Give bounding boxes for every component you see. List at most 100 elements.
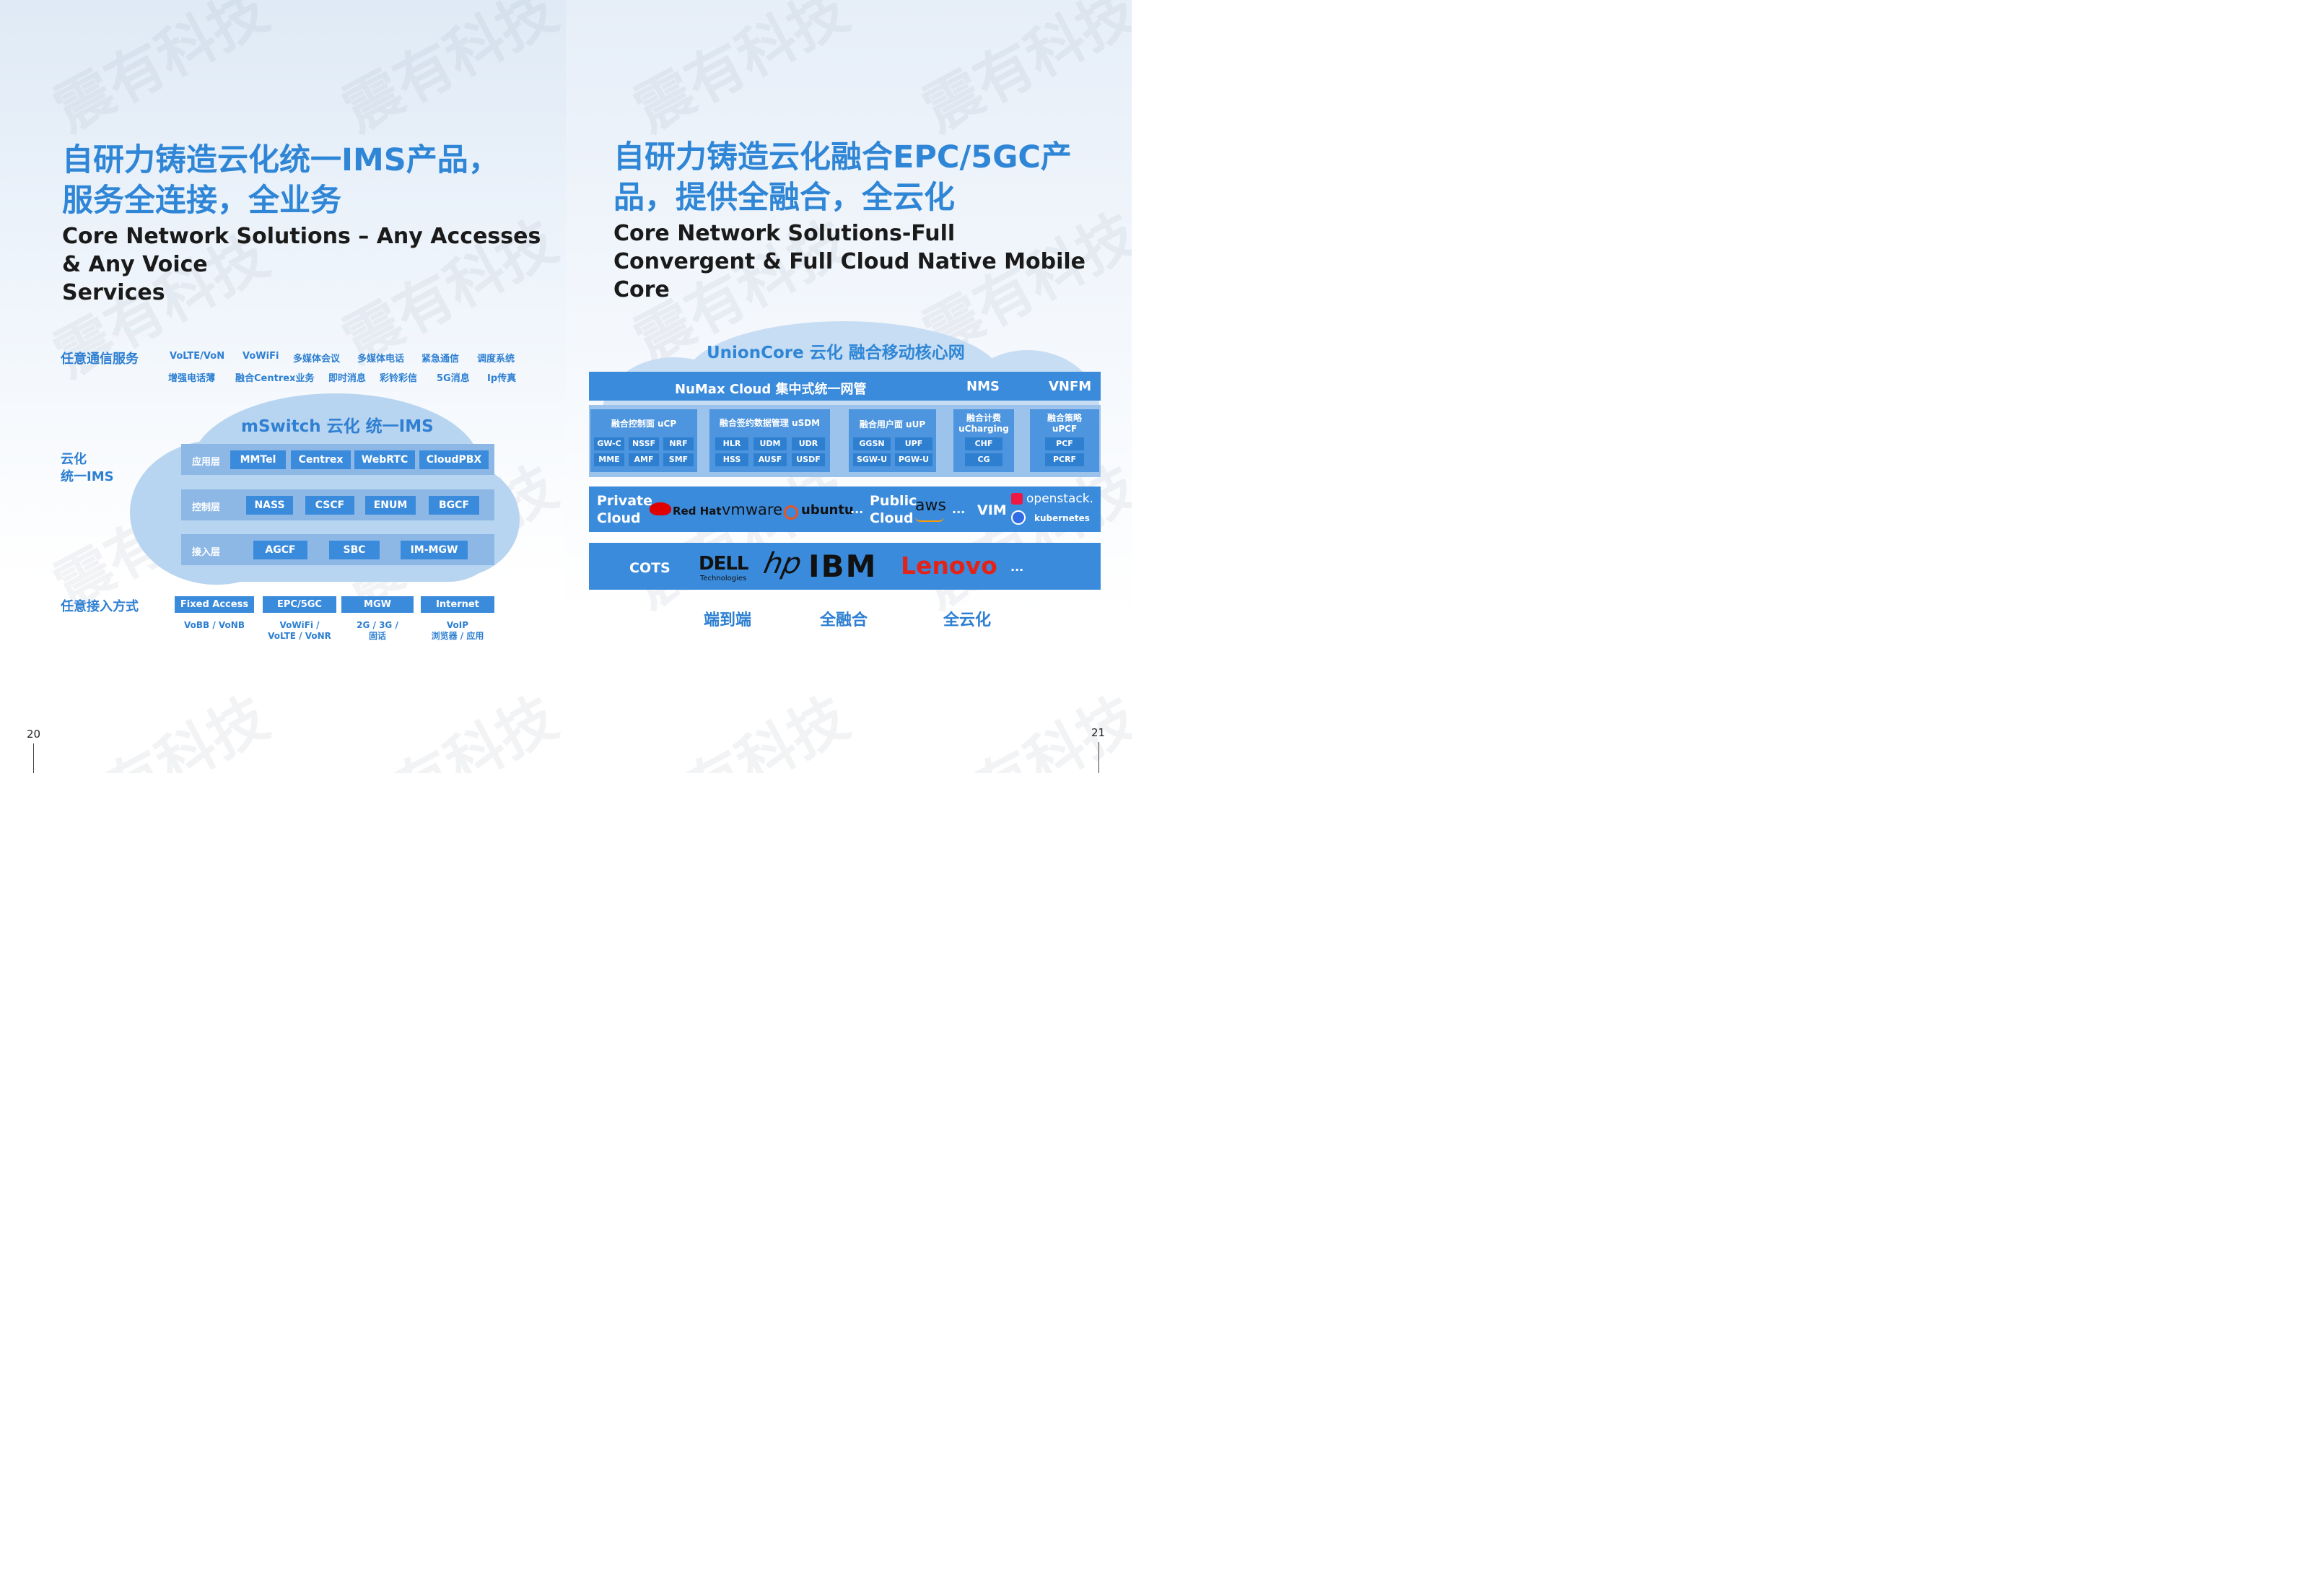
access-method: Internet bbox=[421, 596, 494, 613]
service-item: 融合Centrex业务 bbox=[235, 373, 315, 384]
vim-label: VIM bbox=[977, 502, 1007, 518]
ims-component: ENUM bbox=[365, 496, 416, 515]
aws-smile-icon bbox=[915, 517, 944, 522]
service-item: 彩铃彩信 bbox=[380, 373, 418, 384]
access-detail: 2G / 3G / bbox=[357, 620, 398, 630]
ellipsis: ... bbox=[850, 502, 864, 516]
nf-cell: MME bbox=[594, 453, 624, 466]
group-title: uPCF bbox=[1052, 424, 1078, 434]
page-title-en-line3: Core bbox=[613, 277, 670, 302]
service-item: 即时消息 bbox=[328, 373, 367, 384]
service-item: 紧急通信 bbox=[421, 354, 460, 365]
redhat-logo: Red Hat bbox=[673, 505, 722, 518]
public-cloud-label: Cloud bbox=[870, 510, 914, 526]
vnfm-label: VNFM bbox=[1049, 379, 1092, 394]
lenovo-logo: Lenovo bbox=[901, 551, 997, 580]
nf-cell: CG bbox=[965, 453, 1002, 466]
unioncore-title: UnionCore 云化 融合移动核心网 bbox=[707, 344, 965, 362]
nf-cell: AUSF bbox=[753, 453, 787, 466]
openstack-logo: openstack. bbox=[1026, 492, 1093, 506]
nf-cell: GW-C bbox=[594, 437, 624, 450]
group-title: 融合签约数据管理 uSDM bbox=[719, 418, 821, 428]
nf-cell: HLR bbox=[715, 437, 748, 450]
nf-cell: UDM bbox=[753, 437, 787, 450]
ubuntu-logo: ubuntu bbox=[801, 502, 854, 518]
nms-label: NMS bbox=[966, 379, 1000, 394]
openstack-icon bbox=[1011, 493, 1023, 505]
ims-component: BGCF bbox=[429, 496, 479, 515]
group-usdm: 融合签约数据管理 uSDM HLR UDM UDR HSS AUSF USDF bbox=[709, 409, 830, 472]
ims-component: SBC bbox=[329, 541, 380, 559]
dell-logo-sub: Technologies bbox=[700, 575, 747, 583]
feature-full-convergence: 全融合 bbox=[820, 611, 868, 629]
access-detail: VoWiFi / bbox=[279, 620, 320, 630]
ellipsis: ... bbox=[952, 502, 966, 516]
nf-cell: PCF bbox=[1045, 437, 1084, 450]
page-title-en-line2: Convergent & Full Cloud Native Mobile bbox=[613, 249, 1085, 274]
nf-cell: UPF bbox=[895, 437, 932, 450]
kubernetes-logo: kubernetes bbox=[1034, 513, 1090, 523]
nf-cell: SGW-U bbox=[853, 453, 891, 466]
page-number: 20 bbox=[27, 728, 41, 741]
layer-name: 应用层 bbox=[192, 457, 221, 468]
access-label: 任意接入方式 bbox=[61, 599, 139, 614]
ubuntu-icon bbox=[784, 505, 798, 520]
public-cloud-label: Public bbox=[870, 493, 917, 509]
layer-control: 控制层 NASS CSCF ENUM BGCF bbox=[181, 489, 494, 520]
service-item: 多媒体电话 bbox=[357, 354, 405, 365]
layer-name: 控制层 bbox=[192, 502, 221, 513]
page-marker-line bbox=[1098, 742, 1099, 773]
watermark: 震有科技 bbox=[331, 684, 566, 773]
group-title: 融合策略 bbox=[1047, 413, 1082, 423]
feature-end-to-end: 端到端 bbox=[704, 611, 752, 629]
layer-application: 应用层 MMTel Centrex WebRTC CloudPBX bbox=[181, 444, 494, 475]
page-title-cn-line2: 服务全连接，全业务 bbox=[62, 183, 341, 219]
page-number: 21 bbox=[1091, 726, 1106, 739]
kubernetes-icon bbox=[1011, 510, 1026, 525]
ims-component: NASS bbox=[246, 496, 293, 515]
cloud-infrastructure-bar: Private Cloud Red Hat vmware ubuntu ... … bbox=[589, 487, 1101, 532]
access-detail: VoBB / VoNB bbox=[184, 620, 245, 630]
access-method: EPC/5GC bbox=[263, 596, 336, 613]
ims-component: CloudPBX bbox=[419, 450, 489, 469]
service-item: Ip传真 bbox=[487, 373, 517, 384]
page-title-en-line1: Core Network Solutions – Any Accesses bbox=[62, 224, 541, 249]
group-uup: 融合用户面 uUP GGSN UPF SGW-U PGW-U bbox=[849, 409, 936, 472]
service-item: 5G消息 bbox=[437, 373, 470, 384]
page-title-en-line3: Services bbox=[62, 280, 165, 305]
service-item: 调度系统 bbox=[477, 354, 515, 365]
ims-component: CSCF bbox=[305, 496, 354, 515]
layer-access: 接入层 AGCF SBC IM-MGW bbox=[181, 534, 494, 565]
watermark: 震有科技 bbox=[623, 0, 860, 144]
ims-cloud-title: mSwitch 云化 统一IMS bbox=[241, 417, 434, 436]
access-detail: 浏览器 / 应用 bbox=[431, 631, 484, 641]
ims-component: MMTel bbox=[230, 450, 286, 469]
watermark: 震有科技 bbox=[912, 0, 1132, 144]
dell-logo: DELL bbox=[699, 553, 748, 575]
page-marker-line bbox=[33, 743, 34, 773]
ims-component: IM-MGW bbox=[401, 541, 468, 559]
numax-cloud-label: NuMax Cloud 集中式统一网管 bbox=[675, 382, 867, 397]
nf-cell: PCRF bbox=[1045, 453, 1084, 466]
cots-label: COTS bbox=[629, 560, 670, 576]
hp-logo: hp bbox=[761, 547, 805, 580]
watermark: 震有科技 bbox=[43, 0, 279, 144]
nf-cell: USDF bbox=[792, 453, 825, 466]
watermark: 震有科技 bbox=[43, 684, 279, 773]
nf-cell: HSS bbox=[715, 453, 748, 466]
nf-cell: AMF bbox=[629, 453, 659, 466]
nf-cell: GGSN bbox=[853, 437, 891, 450]
access-detail: VoIP bbox=[446, 620, 469, 630]
nf-cell: PGW-U bbox=[895, 453, 932, 466]
cots-hardware-bar: COTS DELL Technologies hp IBM Lenovo ... bbox=[589, 543, 1101, 590]
access-detail: 固话 bbox=[368, 631, 386, 641]
watermark: 震有科技 bbox=[331, 0, 566, 144]
nf-cell: NRF bbox=[663, 437, 694, 450]
ims-label-line2: 统一IMS bbox=[61, 469, 114, 484]
left-page: 震有科技 震有科技 震有科技 震有科技 震有科技 震有科技 震有科技 震有科技 … bbox=[0, 0, 566, 773]
aws-logo: aws bbox=[915, 497, 946, 515]
services-label: 任意通信服务 bbox=[61, 352, 139, 367]
group-title: 融合计费 bbox=[966, 413, 1001, 423]
access-method: Fixed Access bbox=[175, 596, 254, 613]
page-title-en-line2: & Any Voice bbox=[62, 252, 208, 277]
